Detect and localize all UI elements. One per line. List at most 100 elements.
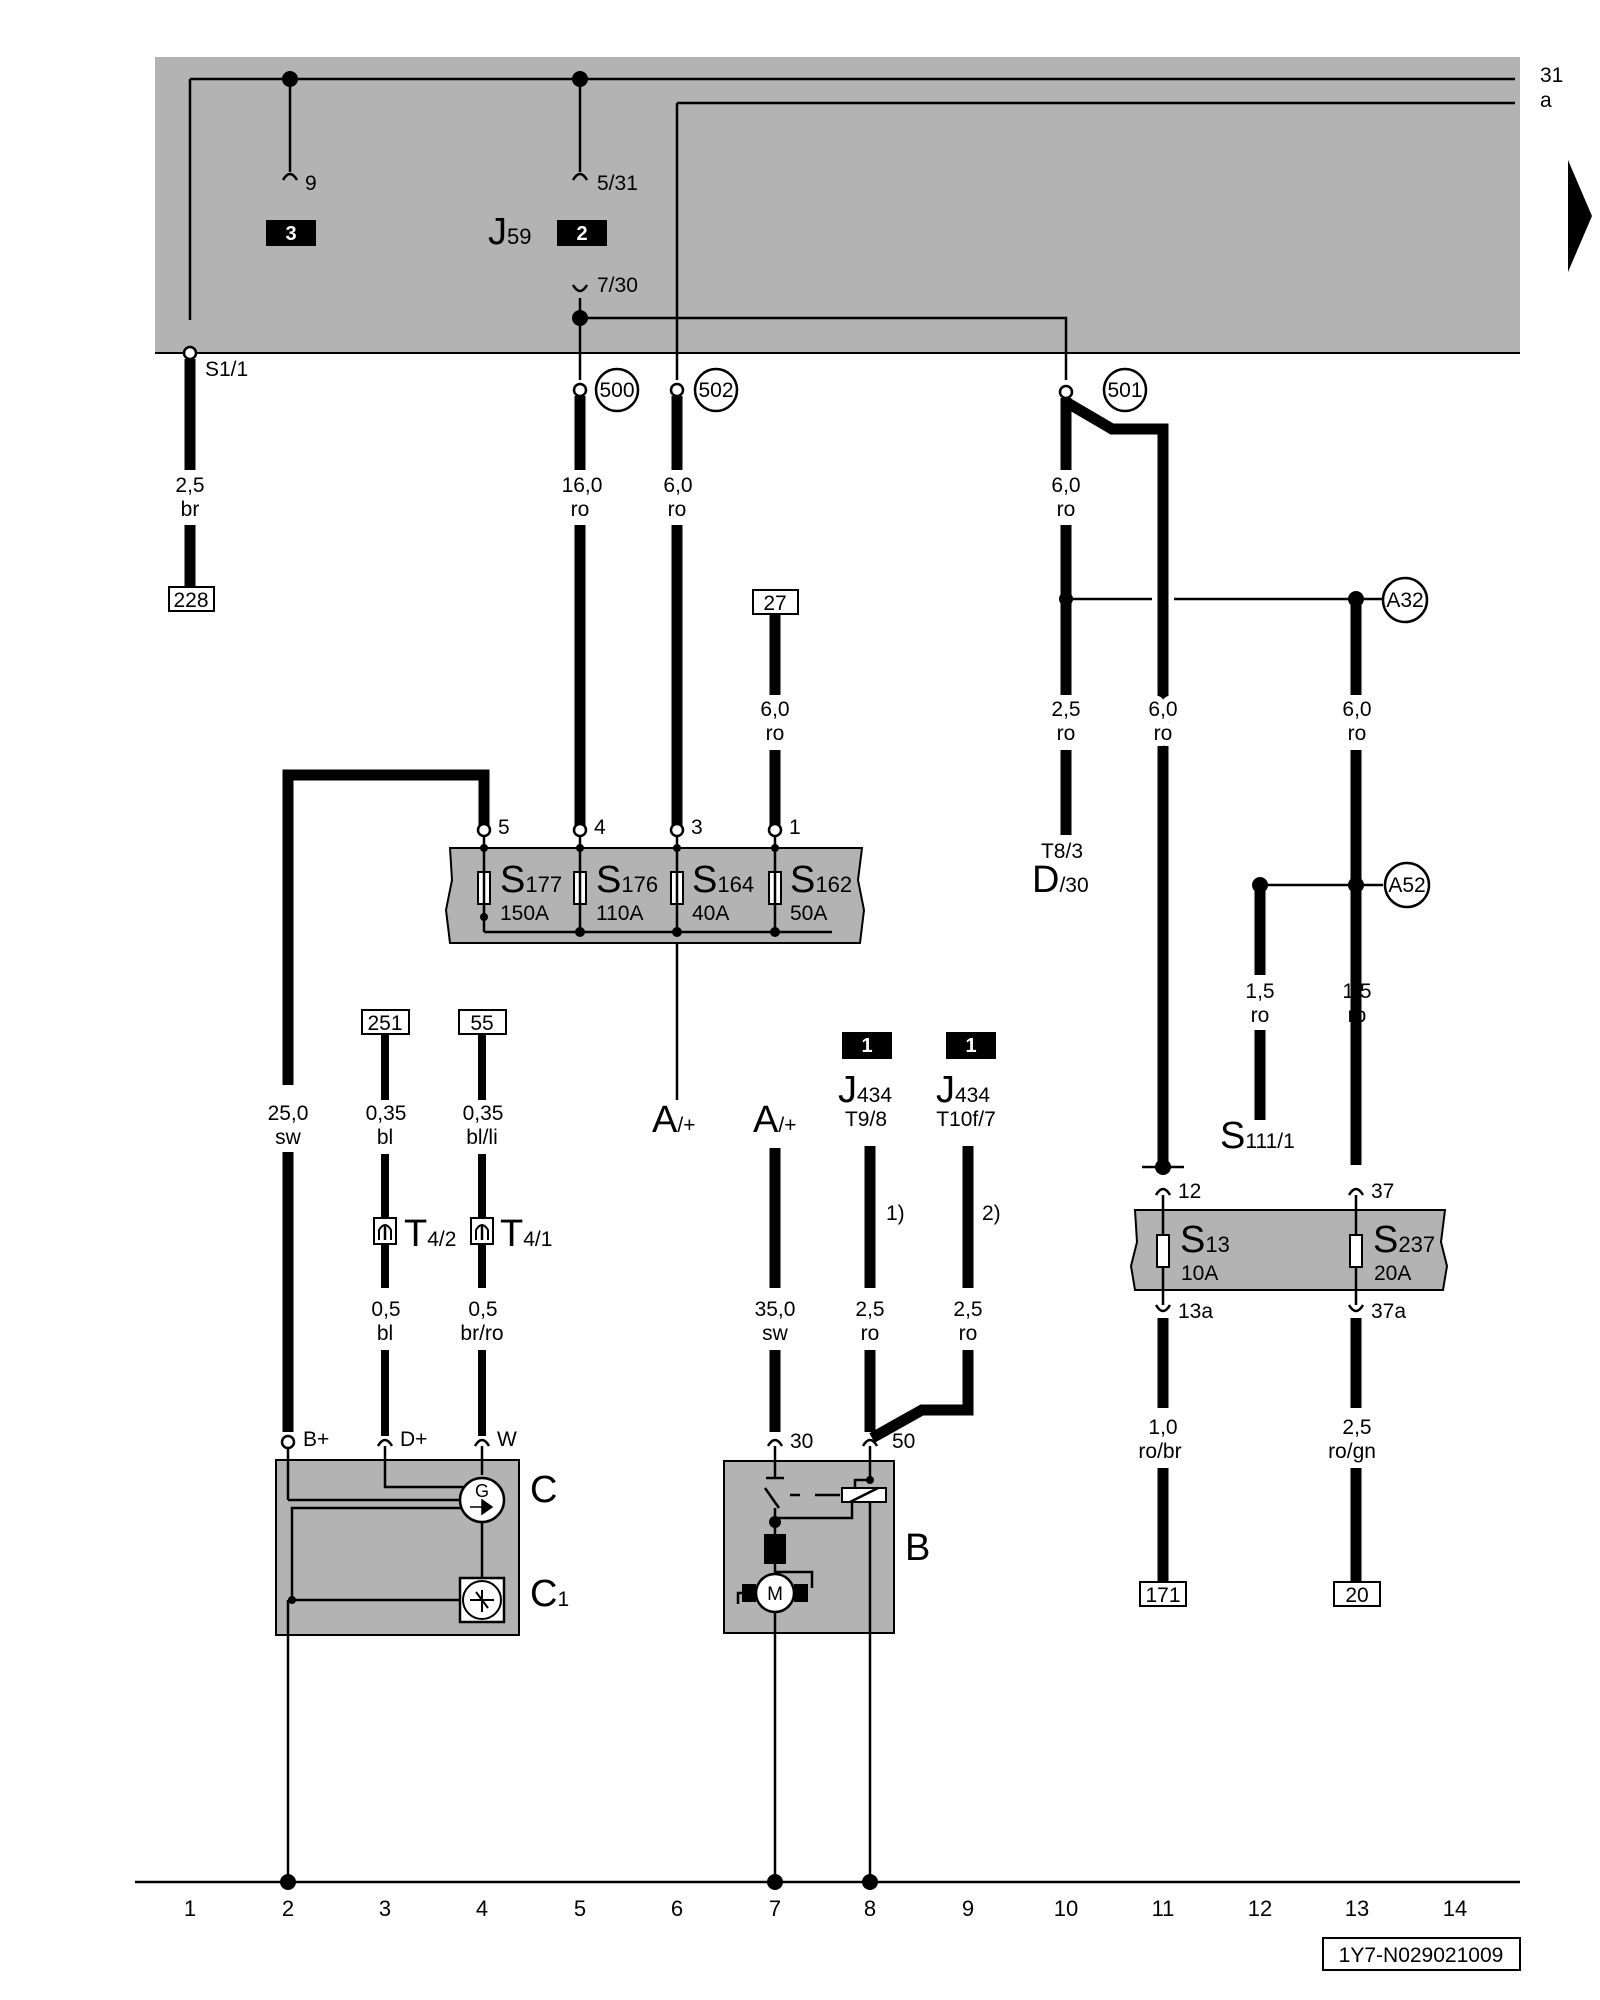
label-d30: D/30: [1032, 859, 1089, 901]
fuse-s177-rating: 150A: [500, 902, 549, 925]
fuse-s164-rating: 40A: [692, 902, 729, 925]
fuse-s13-rating: 10A: [1181, 1262, 1218, 1285]
label-j434-1-pin: T9/8: [845, 1108, 887, 1131]
ref-500: 500: [599, 379, 634, 402]
badge-1-a: [842, 1032, 892, 1059]
pin-7-30: 7/30: [597, 274, 638, 297]
wire-4b-color: br/ro: [460, 1322, 503, 1345]
wire-2-size: 25,0: [268, 1102, 309, 1125]
fuse-s162-rating: 50A: [790, 902, 827, 925]
ref-502: 502: [698, 379, 733, 402]
wire-2-color: sw: [275, 1126, 302, 1149]
fuse-s164-label: S164: [692, 859, 754, 901]
label-s111: S111/1: [1220, 1115, 1295, 1157]
starter-internals: M: [736, 1446, 887, 1614]
wire-11b-color: ro/br: [1138, 1440, 1181, 1463]
starter-pin-30: 30: [790, 1430, 813, 1453]
wire-7b-color: sw: [762, 1322, 789, 1345]
label-a-plus-1: A/+: [652, 1099, 695, 1141]
badge-2: [557, 220, 607, 246]
wire-10b-size: 2,5: [1051, 698, 1080, 721]
fuse-s176: [573, 836, 587, 937]
note-1: 1): [886, 1202, 905, 1225]
fb1-pin-3: 3: [691, 816, 703, 839]
col-8: 8: [864, 1896, 876, 1921]
fb2-pin-12: 12: [1178, 1180, 1201, 1203]
ref-228: 228: [173, 589, 208, 612]
j59-label: J59: [488, 211, 531, 253]
fuse-box-2: [1129, 1209, 1449, 1291]
starter-label-b: B: [905, 1527, 930, 1569]
alt-pin-w: W: [497, 1428, 517, 1451]
wire-13c-color: ro/gn: [1328, 1440, 1376, 1463]
ref-20: 20: [1345, 1584, 1368, 1607]
col-9: 9: [962, 1896, 974, 1921]
fuse-s13: [1156, 1195, 1170, 1305]
label-t4-2: T4/2: [404, 1213, 456, 1255]
wire-4a-color: bl/li: [466, 1126, 498, 1149]
wire-12-color: ro: [1251, 1004, 1270, 1027]
label-j434-2: J434: [936, 1069, 990, 1111]
fuse-s162: [768, 836, 782, 937]
wire-7-size: 6,0: [760, 698, 789, 721]
alt-pin-dplus: D+: [400, 1428, 427, 1451]
wire-8-size: 2,5: [855, 1298, 884, 1321]
wire-9-color: ro: [959, 1322, 978, 1345]
control-unit-j59-area: [155, 57, 1520, 353]
ref-a52: A52: [1388, 874, 1425, 897]
fuse-s176-rating: 110A: [596, 902, 644, 925]
badge-3: [266, 220, 316, 246]
fuse-s177-label: S177: [500, 859, 562, 901]
generator-label: G: [475, 1481, 489, 1501]
wire-9-size: 2,5: [953, 1298, 982, 1321]
edge-label-31: 31: [1540, 64, 1563, 87]
label-j434-2-pin: T10f/7: [936, 1108, 996, 1131]
fb2-pin-37: 37: [1371, 1180, 1394, 1203]
wire-5-size: 16,0: [562, 474, 603, 497]
wire-4a-size: 0,35: [463, 1102, 504, 1125]
pin-9: 9: [305, 172, 317, 195]
generator-symbol: G: [458, 1476, 506, 1524]
motor-label: M: [767, 1584, 783, 1605]
column-numbers: 1 2 3 4 5 6 7 8 9 10 11 12 13 14: [184, 1896, 1467, 1921]
col-6: 6: [671, 1896, 683, 1921]
col-13: 13: [1345, 1896, 1369, 1921]
ref-171: 171: [1145, 1584, 1180, 1607]
col-12: 12: [1248, 1896, 1272, 1921]
badge-1-b-label: 1: [965, 1035, 976, 1057]
ref-a32: A32: [1386, 589, 1423, 612]
starter-box: [723, 1460, 895, 1634]
wire-8-color: ro: [861, 1322, 880, 1345]
wire-11b-size: 1,0: [1148, 1416, 1177, 1439]
col-4: 4: [476, 1896, 488, 1921]
wire-3b-color: bl: [377, 1322, 393, 1345]
ref-55: 55: [470, 1012, 493, 1035]
wire-13b-size: 1,5: [1342, 980, 1371, 1003]
wire-13b-color: ro: [1348, 1004, 1367, 1027]
col-10: 10: [1054, 1896, 1078, 1921]
wire-6-color: ro: [668, 498, 687, 521]
fuse-s177: [477, 836, 491, 932]
doc-id: 1Y7-N029021009: [1339, 1944, 1504, 1967]
note-2: 2): [982, 1202, 1001, 1225]
wire-13a-color: ro: [1348, 722, 1367, 745]
col-14: 14: [1443, 1896, 1467, 1921]
col-11: 11: [1152, 1896, 1175, 1921]
wire-3a-color: bl: [377, 1126, 393, 1149]
wire-10b-color: ro: [1057, 722, 1076, 745]
fuse-box-1: [444, 847, 866, 944]
wire-1-size: 2,5: [175, 474, 204, 497]
connector-t4-2: [373, 1217, 397, 1245]
fuse-s176-label: S176: [596, 859, 658, 901]
doc-id-box: [1322, 1937, 1521, 1971]
edge-label-a: a: [1540, 89, 1552, 112]
continuation-arrow[interactable]: [1568, 160, 1592, 272]
label-a-plus-2: A/+: [753, 1099, 796, 1141]
alternator-label-c: C: [530, 1469, 557, 1511]
wire-4b-size: 0,5: [468, 1298, 497, 1321]
badge-3-label: 3: [285, 223, 296, 245]
wire-11-size: 6,0: [1148, 698, 1177, 721]
wire-7-color: ro: [766, 722, 785, 745]
wire-13c-size: 2,5: [1342, 1416, 1371, 1439]
